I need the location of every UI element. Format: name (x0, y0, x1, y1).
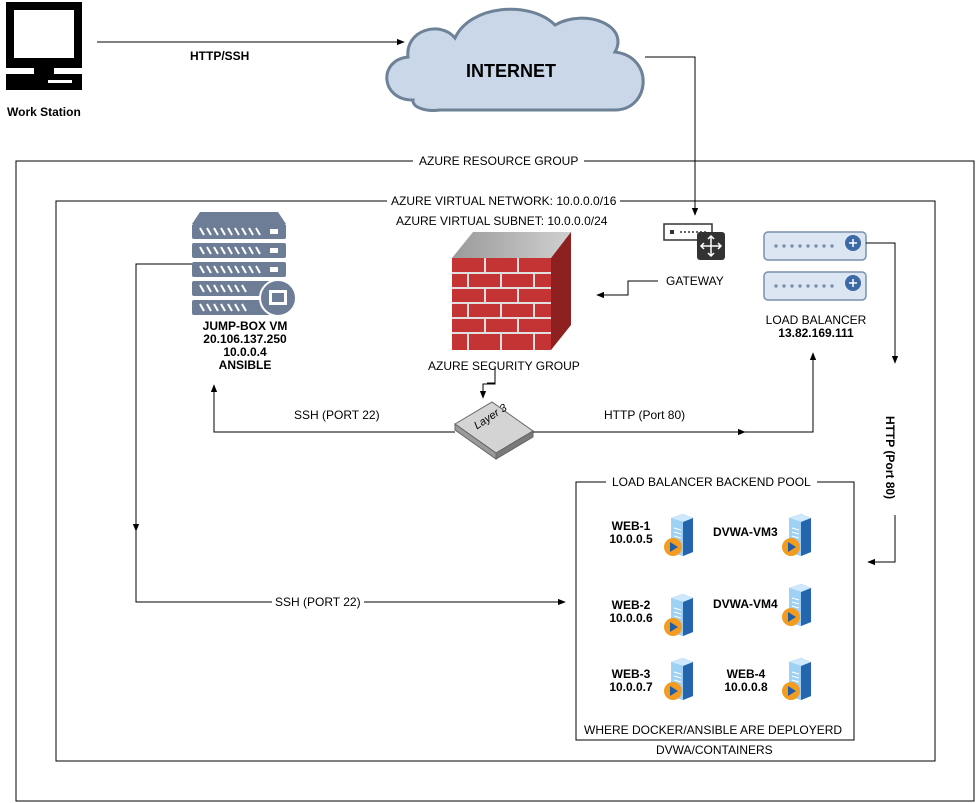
monitor-icon (6, 2, 82, 90)
vm-icon (663, 657, 694, 701)
vnet-label: AZURE VIRTUAL NETWORK: 10.0.0.0/16 (387, 195, 621, 208)
load-balancer-ip: 13.82.169.111 (778, 326, 854, 340)
server-name: DVWA-VM4 (713, 597, 778, 611)
server-label: WEB-3 10.0.0.7 (605, 668, 657, 694)
gateway-router-icon (663, 223, 725, 260)
security-group-label: AZURE SECURITY GROUP (428, 359, 580, 373)
backend-pool-title: LOAD BALANCER BACKEND POOL (606, 476, 817, 489)
lb-down-arrow (866, 242, 899, 364)
gateway-to-firewall-arrow (596, 280, 658, 299)
gateway-label: GATEWAY (664, 274, 726, 288)
server-name: WEB-3 (611, 667, 651, 681)
server-ip: 10.0.0.8 (724, 680, 768, 694)
server-label: WEB-2 10.0.0.6 (605, 599, 657, 625)
server-name: WEB-2 (611, 598, 651, 612)
resource-group-label: AZURE RESOURCE GROUP (413, 155, 585, 168)
lb-to-pool-arrow (867, 515, 896, 566)
ssh-port22-top-label: SSH (PORT 22) (294, 408, 380, 422)
vm-icon (663, 593, 694, 637)
jumpbox-private-ip: 10.0.0.4 (223, 345, 267, 359)
jumpbox-down-arrow (132, 263, 192, 532)
jumpbox-name: JUMP-BOX VM (202, 319, 288, 333)
http-ssh-link-label: HTTP/SSH (190, 49, 250, 63)
firewall-to-switch-arrow (479, 366, 496, 399)
http-port80-vertical-label: HTTP (Port 80) (883, 413, 898, 502)
vm-icon (781, 583, 812, 627)
containers-label: DVWA/CONTAINERS (656, 743, 773, 757)
server-rack-icon (192, 212, 297, 317)
server-ip: 10.0.0.5 (609, 532, 653, 546)
jumpbox-info: JUMP-BOX VM 20.106.137.250 10.0.0.4 ANSI… (170, 320, 320, 372)
vm-icon (663, 513, 694, 557)
load-balancer-name: LOAD BALANCER (765, 313, 867, 327)
server-name: DVWA-VM3 (713, 525, 778, 539)
server-ip: 10.0.0.7 (609, 680, 653, 694)
http-port80-label: HTTP (Port 80) (604, 408, 686, 422)
server-ip: 10.0.0.6 (609, 611, 653, 625)
load-balancer-icon (763, 231, 867, 301)
layer3-switch-icon (454, 401, 534, 460)
backend-pool-footer: WHERE DOCKER/ANSIBLE ARE DEPLOYERD (584, 723, 843, 737)
internet-to-gateway-arrow (645, 56, 699, 216)
jumpbox-role: ANSIBLE (218, 358, 272, 372)
server-name: WEB-4 (726, 667, 766, 681)
cloud-icon (385, 7, 645, 112)
ssh-port22-bottom-label: SSH (PORT 22) (272, 596, 364, 609)
internet-label: INTERNET (466, 61, 556, 81)
jumpbox-to-pool-arrow (135, 531, 566, 606)
subnet-label: AZURE VIRTUAL SUBNET: 10.0.0.0/24 (396, 214, 608, 228)
workstation-label: Work Station (7, 105, 81, 119)
vm-icon (781, 513, 812, 557)
server-name: WEB-1 (611, 519, 651, 533)
server-label: WEB-4 10.0.0.8 (720, 668, 772, 694)
firewall-icon (452, 232, 571, 350)
switch-to-jumpbox-arrow (210, 384, 455, 433)
lb-up-arrow (745, 352, 817, 433)
vm-icon (781, 657, 812, 701)
server-label: WEB-1 10.0.0.5 (605, 520, 657, 546)
jumpbox-public-ip: 20.106.137.250 (203, 332, 287, 346)
load-balancer-info: LOAD BALANCER 13.82.169.111 (748, 314, 884, 340)
